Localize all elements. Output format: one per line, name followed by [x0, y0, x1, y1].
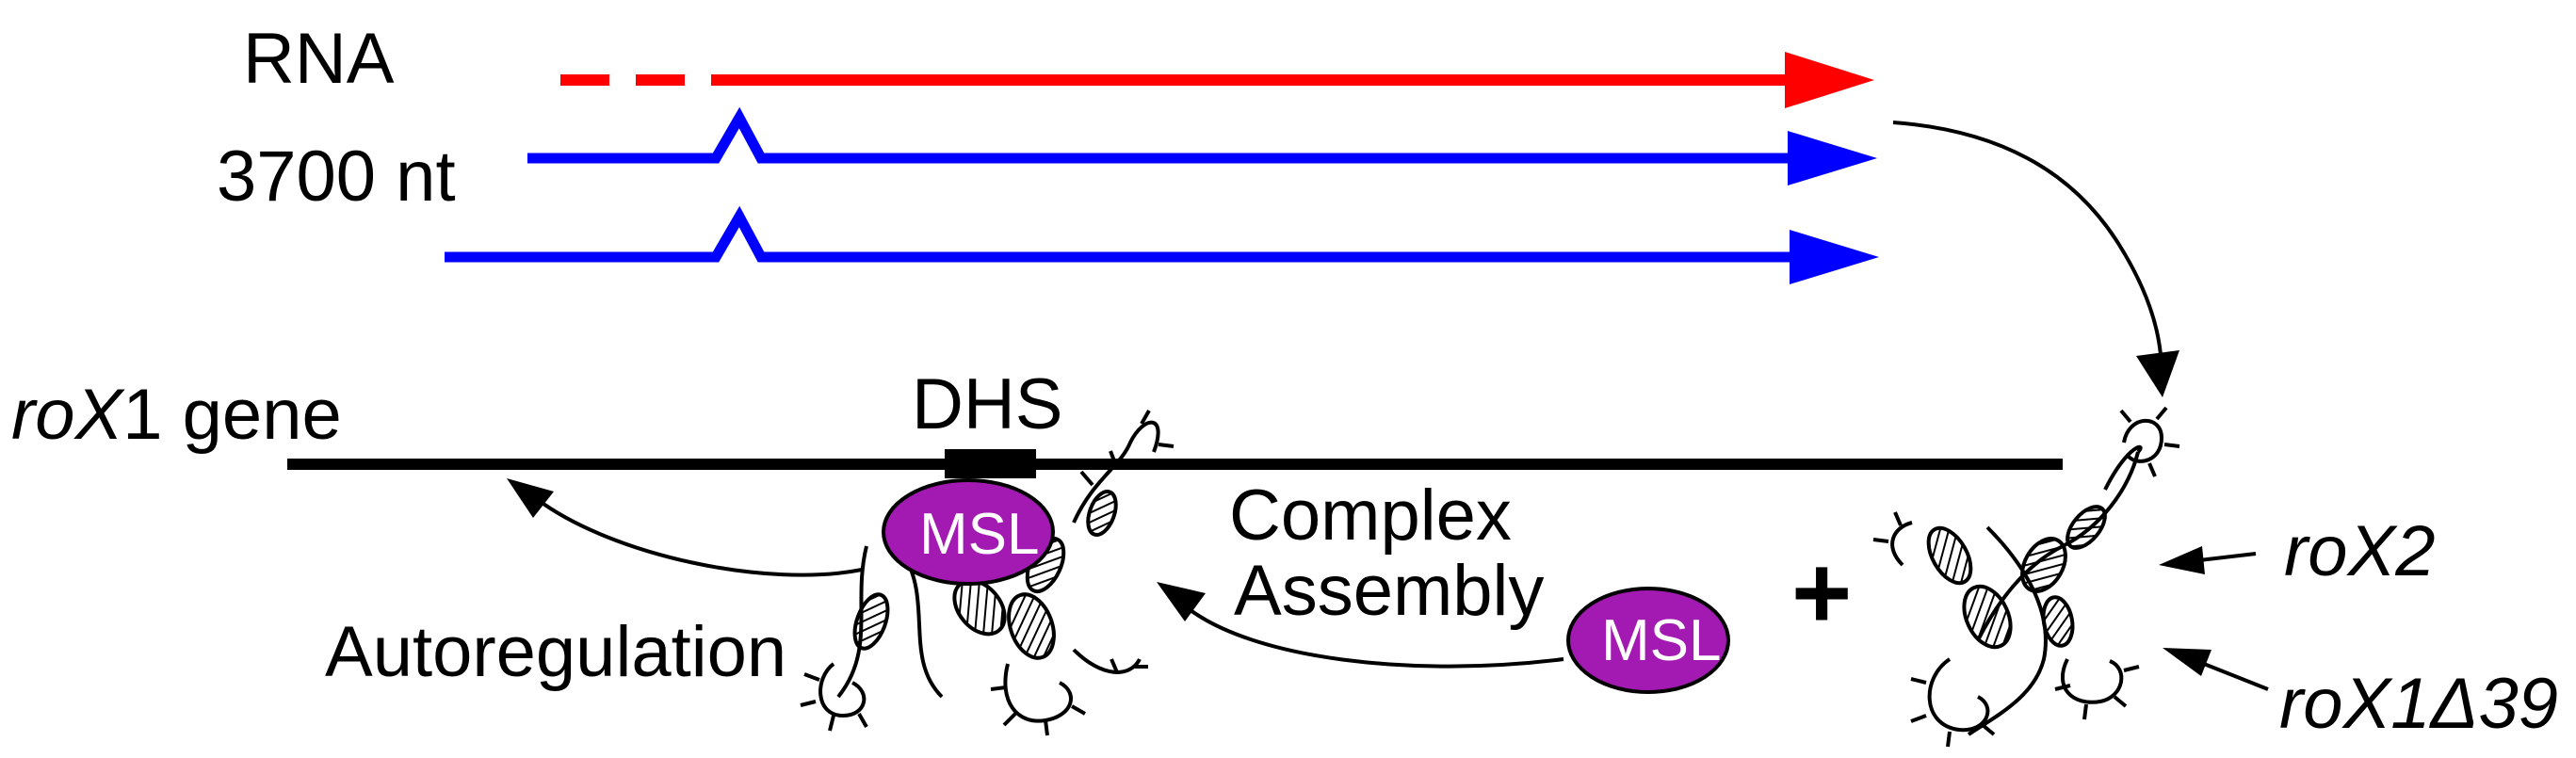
rna-blue-transcript-1: [527, 106, 1799, 164]
complex-label: Complex: [1229, 476, 1512, 556]
plus-sign: +: [1791, 535, 1853, 651]
rox1d39-label: roX1Δ39: [2279, 664, 2559, 744]
gene-label: roX1 gene: [11, 379, 342, 451]
rox2-pointer-arrow: [2159, 546, 2257, 574]
rox2-label: roX2: [2284, 511, 2436, 591]
free-msl-ellipse: [1566, 587, 1730, 694]
rna-red-arrowhead: [1785, 52, 1874, 108]
rna-label: RNA: [243, 19, 395, 99]
gene-label-italic: roX: [11, 375, 123, 455]
rna-to-rox-arrow: [1892, 121, 2179, 397]
free-msl-label: MSL: [1601, 608, 1722, 673]
autoregulation-label: Autoregulation: [325, 612, 787, 692]
dhs-box: [945, 449, 1036, 478]
rna-blue-arrowhead-2: [1790, 230, 1879, 284]
bound-msl-complex: [882, 478, 1055, 586]
length-label: 3700 nt: [217, 137, 456, 217]
bound-msl-ellipse: [882, 478, 1055, 586]
free-rox-rnas: [1872, 406, 2180, 748]
rox1d39-pointer-arrow: [2163, 648, 2269, 691]
dhs-label: DHS: [912, 364, 1063, 444]
gene-label-rest: 1 gene: [122, 375, 342, 455]
free-msl-complex: [1566, 587, 1730, 694]
rna-transcripts: [445, 52, 1879, 284]
assembly-label: Assembly: [1234, 551, 1545, 631]
bound-msl-label: MSL: [919, 502, 1040, 567]
complex-assembly-arrow: [1157, 582, 1564, 669]
rna-blue-arrowhead-1: [1788, 131, 1877, 185]
rna-blue-transcript-2: [445, 205, 1801, 263]
autoregulation-arrow: [507, 478, 863, 577]
